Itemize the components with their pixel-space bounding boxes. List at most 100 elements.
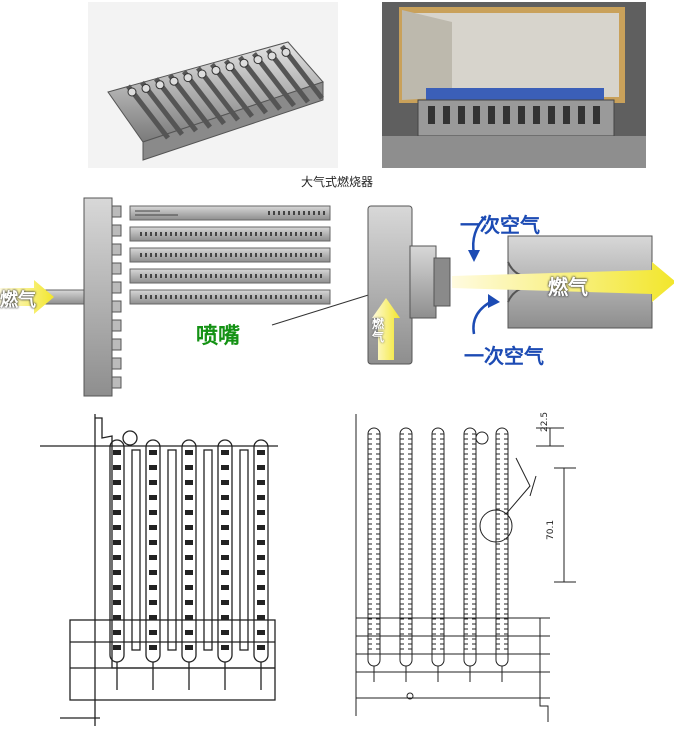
flame-port <box>283 211 285 215</box>
flame-port <box>210 232 212 236</box>
flame-port <box>240 295 242 299</box>
flame-port <box>280 295 282 299</box>
flame-port <box>155 295 157 299</box>
flame-port <box>235 253 237 257</box>
flame-port <box>270 295 272 299</box>
burner-drawing-left <box>40 406 280 730</box>
flame-port <box>113 510 121 515</box>
flame-port <box>310 232 312 236</box>
flame-port <box>293 211 295 215</box>
manifold-bolt <box>111 338 122 351</box>
flame-port <box>165 295 167 299</box>
flame-port <box>220 253 222 257</box>
flame-port <box>278 211 280 215</box>
flame-port <box>149 600 157 605</box>
flame-port <box>140 274 142 278</box>
nozzle-hole <box>281 47 291 57</box>
flame-port <box>260 232 262 236</box>
flame-port <box>160 295 162 299</box>
flame-port <box>288 211 290 215</box>
burner-slot <box>473 106 480 124</box>
flame-port <box>285 295 287 299</box>
flame-port <box>185 450 193 455</box>
flame-port <box>221 615 229 620</box>
flame-port <box>257 510 265 515</box>
nozzle-hole <box>169 76 179 86</box>
flame-port <box>250 295 252 299</box>
burner-slot <box>563 106 570 124</box>
flame-port <box>160 232 162 236</box>
flame-port <box>225 232 227 236</box>
flame-port <box>257 555 265 560</box>
flame-port <box>200 232 202 236</box>
flame-port <box>275 274 277 278</box>
dimension-70-1: 70.1 <box>546 519 556 540</box>
manifold-bolt <box>111 300 122 313</box>
flame-port <box>185 555 193 560</box>
flame-port <box>149 645 157 650</box>
manifold-bolt <box>111 243 122 256</box>
flame-port <box>280 253 282 257</box>
flame-port <box>200 295 202 299</box>
flame-port <box>275 232 277 236</box>
flame-port <box>300 295 302 299</box>
flame-port <box>145 232 147 236</box>
flame-port <box>300 232 302 236</box>
burner-schematic <box>0 192 674 402</box>
burner-slot <box>488 106 495 124</box>
flame-port <box>285 253 287 257</box>
flame-port <box>195 232 197 236</box>
flame-port <box>257 525 265 530</box>
flame-port <box>113 585 121 590</box>
flame-port <box>315 274 317 278</box>
flame-port <box>160 253 162 257</box>
flame-port <box>149 450 157 455</box>
flame-port <box>205 295 207 299</box>
nozzle-label: 喷嘴 <box>196 324 241 349</box>
flame-port <box>221 510 229 515</box>
flame-port <box>318 211 320 215</box>
flame-port <box>220 274 222 278</box>
flame-port <box>185 600 193 605</box>
flame-port <box>280 274 282 278</box>
flame-port <box>230 295 232 299</box>
flame-port <box>255 274 257 278</box>
flame-port <box>230 232 232 236</box>
manifold-bolt <box>111 224 122 237</box>
flame-port <box>190 232 192 236</box>
flame-port <box>257 600 265 605</box>
flame-port <box>200 274 202 278</box>
flame-port <box>149 495 157 500</box>
flame-port <box>255 295 257 299</box>
flame-port <box>313 211 315 215</box>
flame-port <box>235 295 237 299</box>
nozzle-hole <box>127 87 137 97</box>
flame-port <box>268 211 270 215</box>
flame-port <box>257 495 265 500</box>
flame-port <box>185 480 193 485</box>
flame-port <box>320 232 322 236</box>
flame-port <box>155 253 157 257</box>
flame-port <box>145 295 147 299</box>
flame-port <box>113 555 121 560</box>
flame-port <box>315 253 317 257</box>
flame-port <box>113 615 121 620</box>
flame-port <box>285 232 287 236</box>
flame-port <box>290 253 292 257</box>
flame-port <box>150 274 152 278</box>
nozzle-hole <box>197 69 207 79</box>
flame-port <box>310 253 312 257</box>
flame-port <box>205 274 207 278</box>
flame-port <box>170 253 172 257</box>
flame-port <box>149 555 157 560</box>
flame-port <box>185 540 193 545</box>
flame-port <box>145 253 147 257</box>
tube-gap <box>131 449 141 651</box>
flame-port <box>323 211 325 215</box>
flame-port <box>290 295 292 299</box>
flame-port <box>225 253 227 257</box>
nozzle-hole <box>225 62 235 72</box>
flame-port <box>150 232 152 236</box>
flame-port <box>195 274 197 278</box>
burner-slot <box>458 106 465 124</box>
